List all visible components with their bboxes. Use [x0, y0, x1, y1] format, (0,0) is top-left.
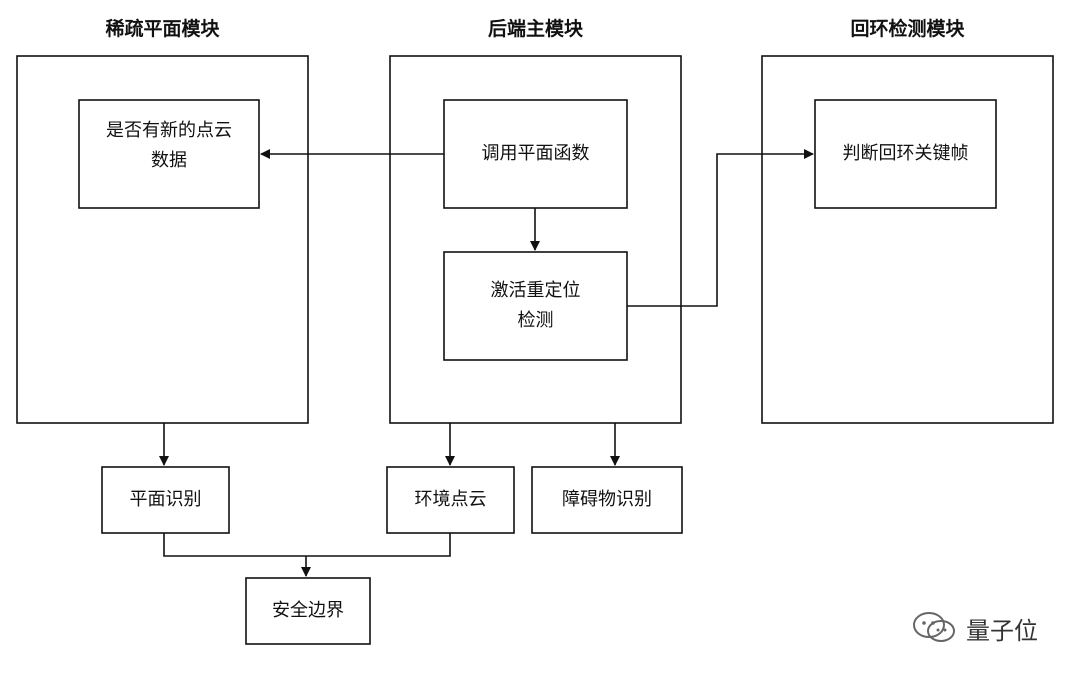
module-right-container: [761, 55, 1054, 424]
node-loop-keyframe-label: 判断回环关键帧: [842, 143, 969, 164]
node-loop-keyframe-box: [814, 99, 997, 209]
node-reloc-detection-line2: 检测: [517, 310, 554, 331]
watermark-text: 量子位: [966, 616, 1038, 645]
node-call-plane-func-label: 调用平面函数: [481, 143, 590, 164]
module-center-title: 后端主模块: [487, 18, 583, 40]
wechat-icon: [912, 610, 958, 646]
node-obstacle-recognition-label: 障碍物识别: [562, 489, 652, 510]
node-plane-recognition: 平面识别: [102, 467, 229, 533]
node-reloc-detection-line1: 激活重定位: [490, 280, 581, 301]
module-center-container: [389, 55, 682, 424]
module-right-title: 回环检测模块: [850, 18, 965, 40]
edge-plane-and-env-merge: [163, 533, 451, 557]
node-new-point-cloud: 是否有新的点云 数据: [79, 110, 259, 182]
node-reloc-detection: 激活重定位 检测: [444, 270, 627, 342]
edge-reloc-to-loop-keyframe: [627, 149, 814, 307]
node-loop-keyframe: 判断回环关键帧: [815, 128, 996, 180]
node-safety-boundary-label: 安全边界: [272, 600, 344, 621]
module-left-title: 稀疏平面模块: [105, 18, 220, 40]
node-env-point-cloud: 环境点云: [387, 467, 514, 533]
node-safety-boundary-box: [245, 577, 371, 645]
node-plane-recognition-label: 平面识别: [129, 489, 202, 510]
node-new-point-cloud-line2: 数据: [151, 150, 187, 171]
node-obstacle-recognition: 障碍物识别: [532, 467, 682, 533]
node-call-plane-func: 调用平面函数: [444, 128, 627, 180]
node-new-point-cloud-box: [78, 99, 260, 209]
node-new-point-cloud-line1: 是否有新的点云: [106, 120, 232, 141]
node-plane-recognition-box: [101, 466, 230, 534]
watermark: 量子位: [912, 610, 1038, 646]
node-env-point-cloud-label: 环境点云: [414, 489, 487, 510]
module-left-container: [16, 55, 309, 424]
node-obstacle-recognition-box: [531, 466, 683, 534]
node-safety-boundary: 安全边界: [246, 578, 370, 644]
